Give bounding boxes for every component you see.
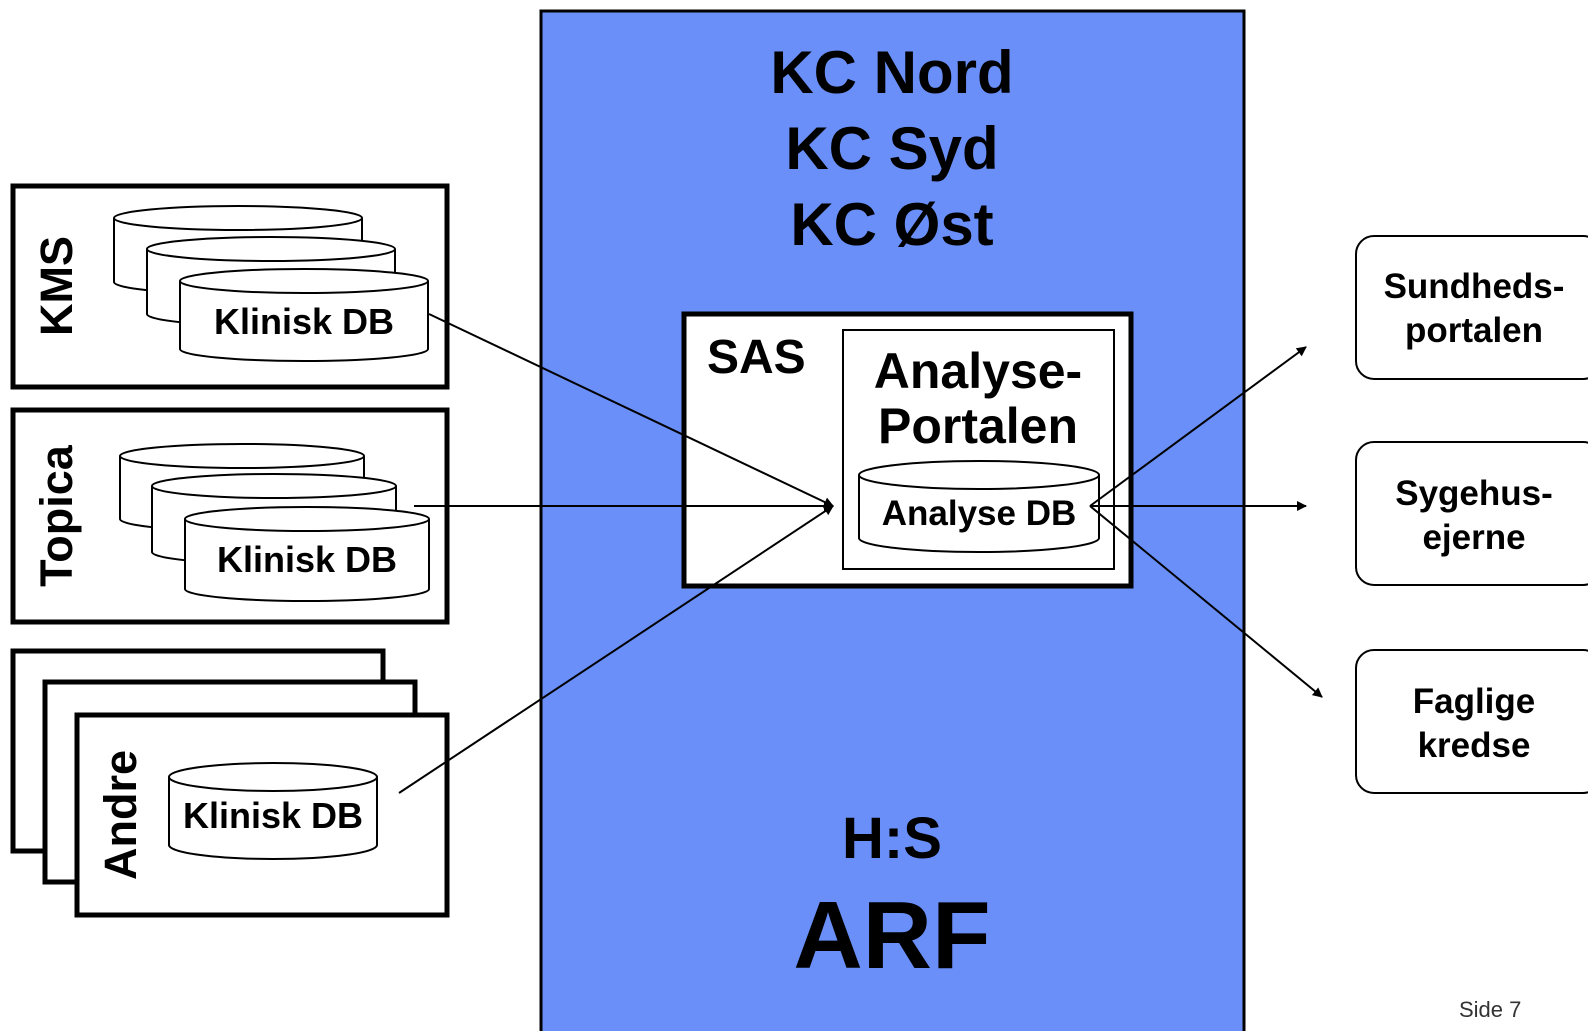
- analyse-db-cylinder: Analyse DB: [858, 460, 1100, 553]
- arf-label: ARF: [793, 882, 990, 989]
- page-number: Side 7: [1459, 997, 1521, 1022]
- source-andre-label: Andre: [95, 750, 146, 880]
- source-kms-label: KMS: [31, 236, 82, 336]
- arrow-andre-to-analyse-db: [398, 505, 834, 794]
- sas-box: SAS Analyse- Portalen Analyse DB: [681, 311, 1134, 589]
- kc-nord-label: KC Nord: [770, 39, 1013, 106]
- source-andre-stack: Andre Klinisk DB: [10, 648, 450, 918]
- source-topica-label: Topica: [31, 444, 82, 587]
- output-sundhedsportalen: Sundheds- portalen: [1355, 235, 1588, 380]
- output-faglige-kredse-line2: kredse: [1418, 726, 1531, 765]
- output-sygehusejerne: Sygehus- ejerne: [1355, 441, 1588, 586]
- output-sundhedsportalen-line2: portalen: [1405, 311, 1543, 350]
- analyse-portal-title-line1: Analyse-: [874, 343, 1082, 399]
- arrow-to-faglige-kredse: [1089, 505, 1323, 698]
- source-topica-box: Topica Klinisk DB: [10, 407, 450, 625]
- kc-ost-label: KC Øst: [790, 191, 993, 258]
- sas-label: SAS: [707, 331, 806, 384]
- arrow-to-sundhedsportalen: [1089, 346, 1307, 507]
- kc-syd-label: KC Syd: [785, 115, 998, 182]
- output-faglige-kredse: Faglige kredse: [1355, 649, 1588, 794]
- output-sygehusejerne-line2: ejerne: [1422, 518, 1525, 557]
- source-kms-box: KMS Klinisk DB: [10, 183, 450, 390]
- analyse-db-label: Analyse DB: [882, 494, 1077, 533]
- kms-db-stack: [113, 205, 429, 362]
- output-sundhedsportalen-line1: Sundheds-: [1384, 267, 1565, 306]
- andre-db-cylinder: [168, 762, 378, 860]
- topica-db-label: Klinisk DB: [217, 539, 397, 580]
- andre-db-label: Klinisk DB: [183, 795, 363, 836]
- arrow-kms-to-analyse-db: [428, 313, 834, 507]
- kms-db-label: Klinisk DB: [214, 301, 394, 342]
- output-faglige-kredse-line1: Faglige: [1413, 682, 1536, 721]
- topica-db-stack: [119, 443, 430, 602]
- output-arrows: [1089, 346, 1323, 698]
- hs-label: H:S: [842, 806, 942, 871]
- input-arrows: [398, 313, 834, 794]
- output-sygehusejerne-line1: Sygehus-: [1395, 474, 1553, 513]
- analyse-portal-title-line2: Portalen: [878, 398, 1078, 454]
